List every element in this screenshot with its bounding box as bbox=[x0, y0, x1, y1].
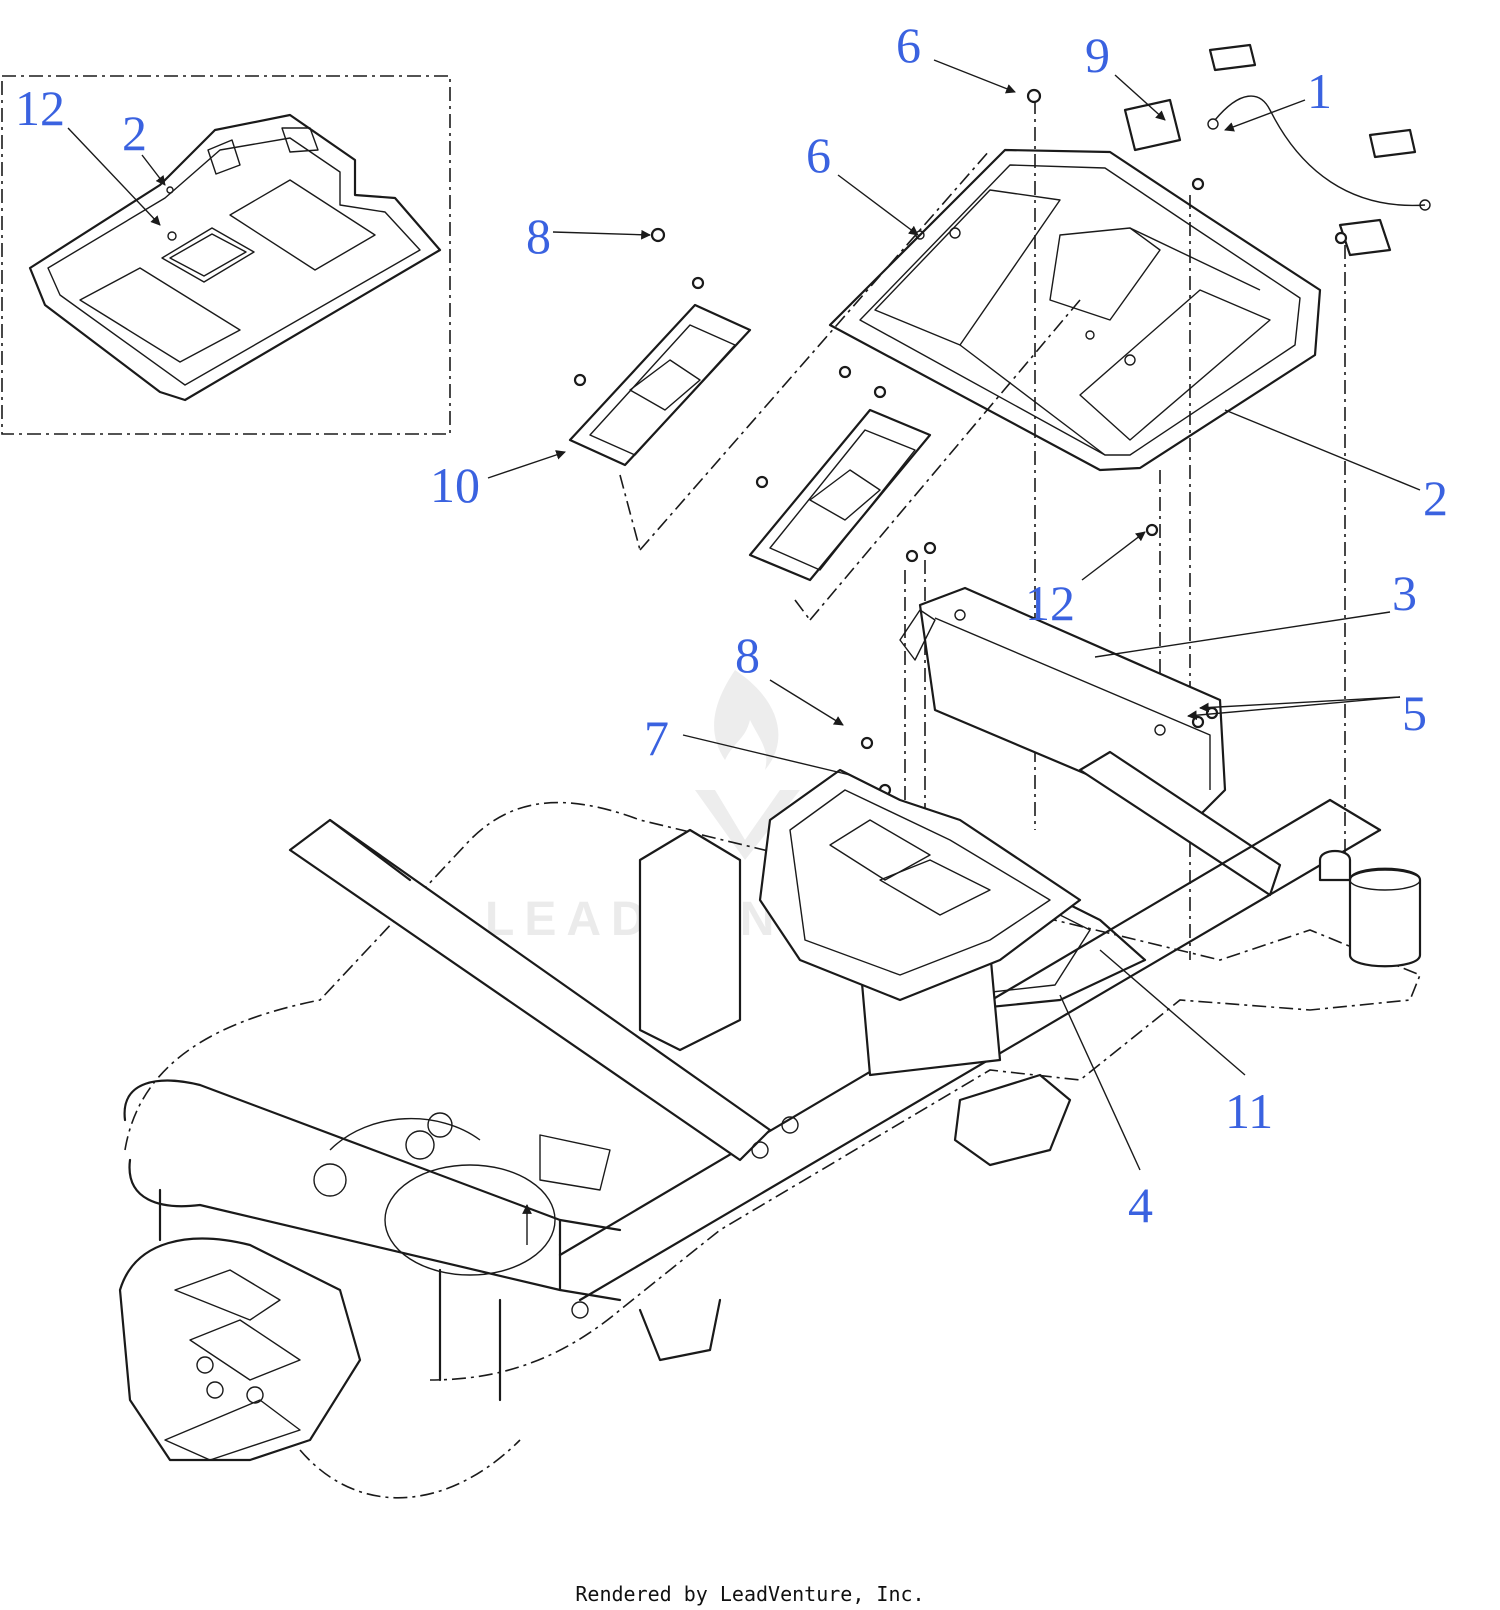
render-credit: Rendered by LeadVenture, Inc. bbox=[575, 1582, 924, 1606]
callout-7: 7 bbox=[644, 710, 669, 766]
callout-2-inset: 2 bbox=[122, 105, 147, 161]
foot-pad-right bbox=[748, 408, 932, 582]
assembly-lines bbox=[619, 100, 1346, 960]
seat-pan bbox=[828, 148, 1322, 472]
mower-frame bbox=[123, 798, 1422, 1402]
inset-panel bbox=[1, 75, 451, 435]
callout-4: 4 bbox=[1128, 1177, 1153, 1233]
callout-10: 10 bbox=[430, 457, 480, 513]
callout-5: 5 bbox=[1402, 685, 1427, 741]
callout-8-top: 8 bbox=[526, 208, 551, 264]
callout-3: 3 bbox=[1392, 565, 1417, 621]
callout-9: 9 bbox=[1085, 27, 1110, 83]
callout-12: 12 bbox=[1025, 575, 1075, 631]
seat-mount-frame bbox=[758, 768, 1082, 1002]
leader-lines bbox=[67, 59, 1421, 1171]
seat-switch-assembly bbox=[1123, 43, 1431, 257]
callout-labels: 1 9 6 6 8 10 2 12 3 8 5 7 11 4 12 2 bbox=[15, 17, 1448, 1233]
callout-8: 8 bbox=[735, 627, 760, 683]
front-guard bbox=[118, 1237, 521, 1499]
callout-1: 1 bbox=[1307, 63, 1332, 119]
callout-12-inset: 12 bbox=[15, 80, 65, 136]
callout-6-top: 6 bbox=[896, 17, 921, 73]
callout-6: 6 bbox=[806, 127, 831, 183]
foot-pad-left bbox=[568, 303, 752, 467]
callout-2: 2 bbox=[1423, 470, 1448, 526]
callout-11: 11 bbox=[1225, 1083, 1273, 1139]
